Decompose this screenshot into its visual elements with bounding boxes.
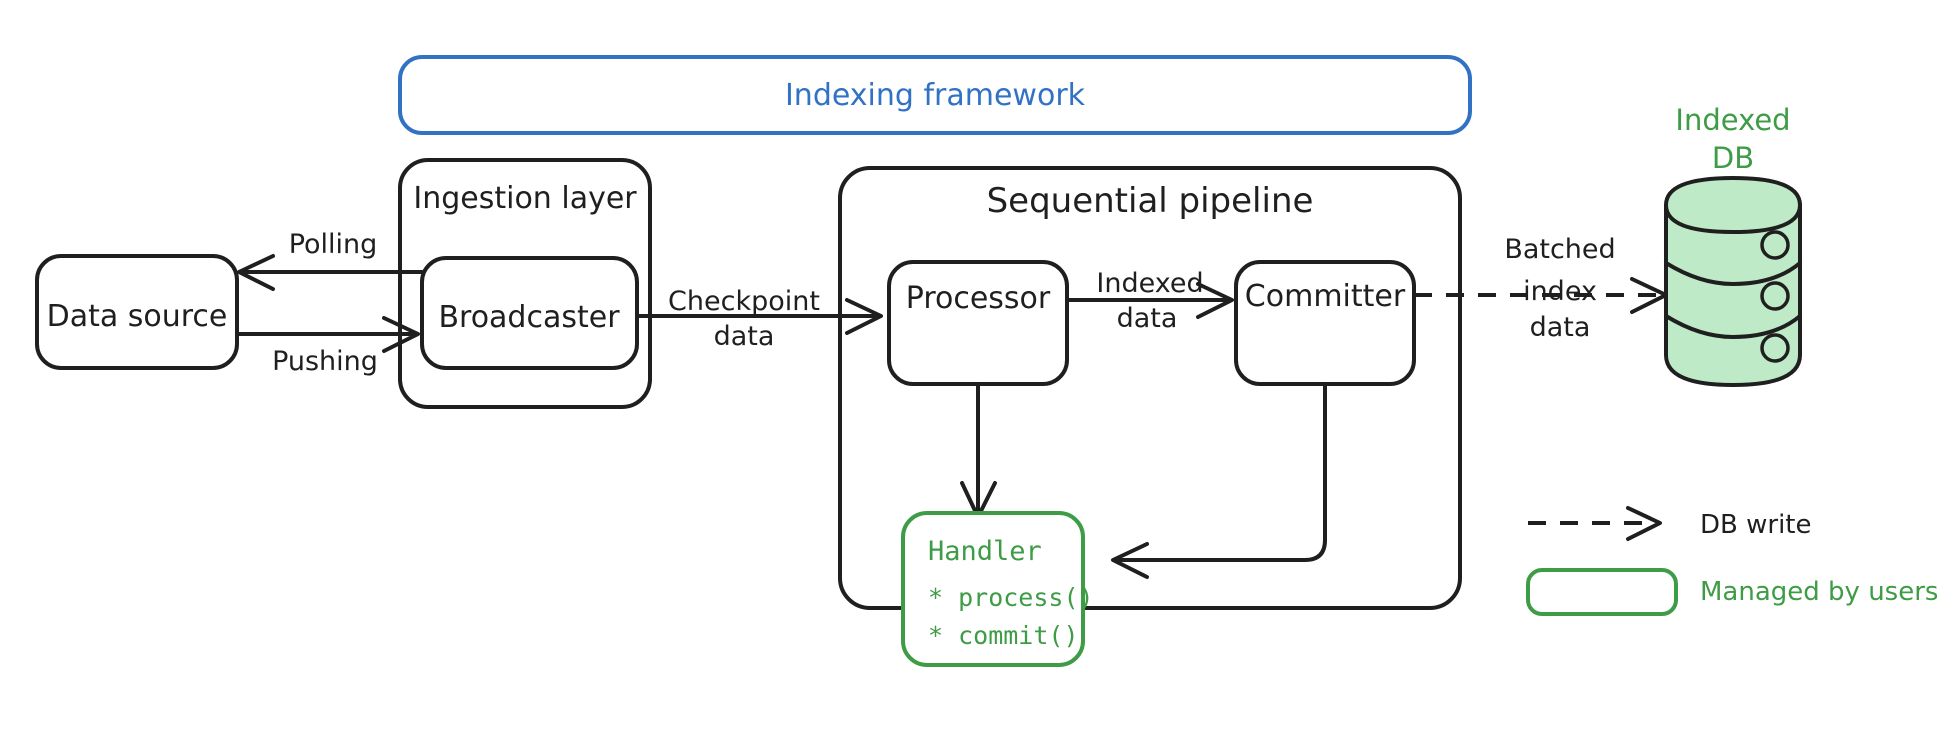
node-handler[interactable]: Handler * process() * commit() [901,511,1094,667]
legend: DB write Managed by users [1526,506,1938,616]
batched-label-line3: data [1530,312,1591,343]
broadcaster-label: Broadcaster [438,300,620,335]
legend-db-write-label: DB write [1700,510,1812,540]
node-committer[interactable]: Committer [1234,260,1416,386]
indexed-db-top-ellipse [1664,203,1802,235]
node-indexed-db[interactable]: Indexed DB [1664,103,1802,387]
handler-title: Handler [928,536,1042,567]
group-sequential-pipeline: Sequential pipeline [838,166,1462,610]
node-data-source[interactable]: Data source [35,254,239,370]
sequential-pipeline-rect [838,166,1462,610]
node-broadcaster[interactable]: Broadcaster [420,256,639,370]
edge-batched-index-data: Batched index data [1414,234,1668,343]
pushing-label: Pushing [272,346,378,377]
indexed-db-cylinder[interactable] [1664,176,1802,387]
indexed-db-divider-1 [1664,261,1802,287]
indexed-data-label-line2: data [1117,303,1178,334]
ingestion-layer-rect [398,158,652,409]
legend-managed-label: Managed by users [1700,577,1938,607]
edge-processor-to-handler [960,382,997,519]
legend-arrow-head-icon [1626,506,1662,541]
framework-banner-label: Indexing framework [785,78,1086,113]
ingestion-layer-label: Ingestion layer [413,181,637,216]
indexed-db-dot-2 [1760,281,1790,311]
indexed-db-label-line2: DB [1712,141,1754,175]
data-source-rect[interactable] [35,254,239,370]
sequential-pipeline-label: Sequential pipeline [987,181,1314,221]
edge-checkpoint-data: Checkpoint data [635,286,883,352]
polling-label: Polling [289,229,378,260]
framework-banner-rect [398,55,1472,135]
legend-item-db-write: DB write [1528,506,1812,541]
legend-item-managed-by-users: Managed by users [1526,568,1938,616]
data-source-label: Data source [47,299,228,334]
edge-committer-to-handler [1111,382,1327,579]
indexed-db-dot-1 [1760,230,1790,260]
edge-pushing: Pushing [235,316,420,377]
edge-indexed-data: Indexed data [1065,268,1234,334]
group-ingestion-layer: Ingestion layer [398,158,652,409]
indexed-data-label-line1: Indexed [1096,268,1203,299]
checkpoint-label-line2: data [714,321,775,352]
committer-label: Committer [1245,279,1406,314]
indexed-db-divider-2 [1664,314,1802,340]
handler-rect[interactable] [901,511,1085,667]
processor-label: Processor [906,281,1051,316]
framework-banner: Indexing framework [398,55,1472,135]
handler-method-commit: * commit() [928,621,1079,650]
broadcaster-rect[interactable] [420,256,639,370]
checkpoint-label-line1: Checkpoint [668,286,820,317]
batched-label-line2: index [1523,276,1597,307]
node-processor[interactable]: Processor [887,260,1069,386]
batched-label-line1: Batched [1504,234,1615,265]
handler-method-process: * process() [928,583,1094,612]
indexed-db-label-line1: Indexed [1675,103,1790,137]
indexed-db-dot-3 [1760,333,1790,363]
legend-green-swatch [1526,568,1678,616]
edge-polling: Polling [237,229,424,291]
